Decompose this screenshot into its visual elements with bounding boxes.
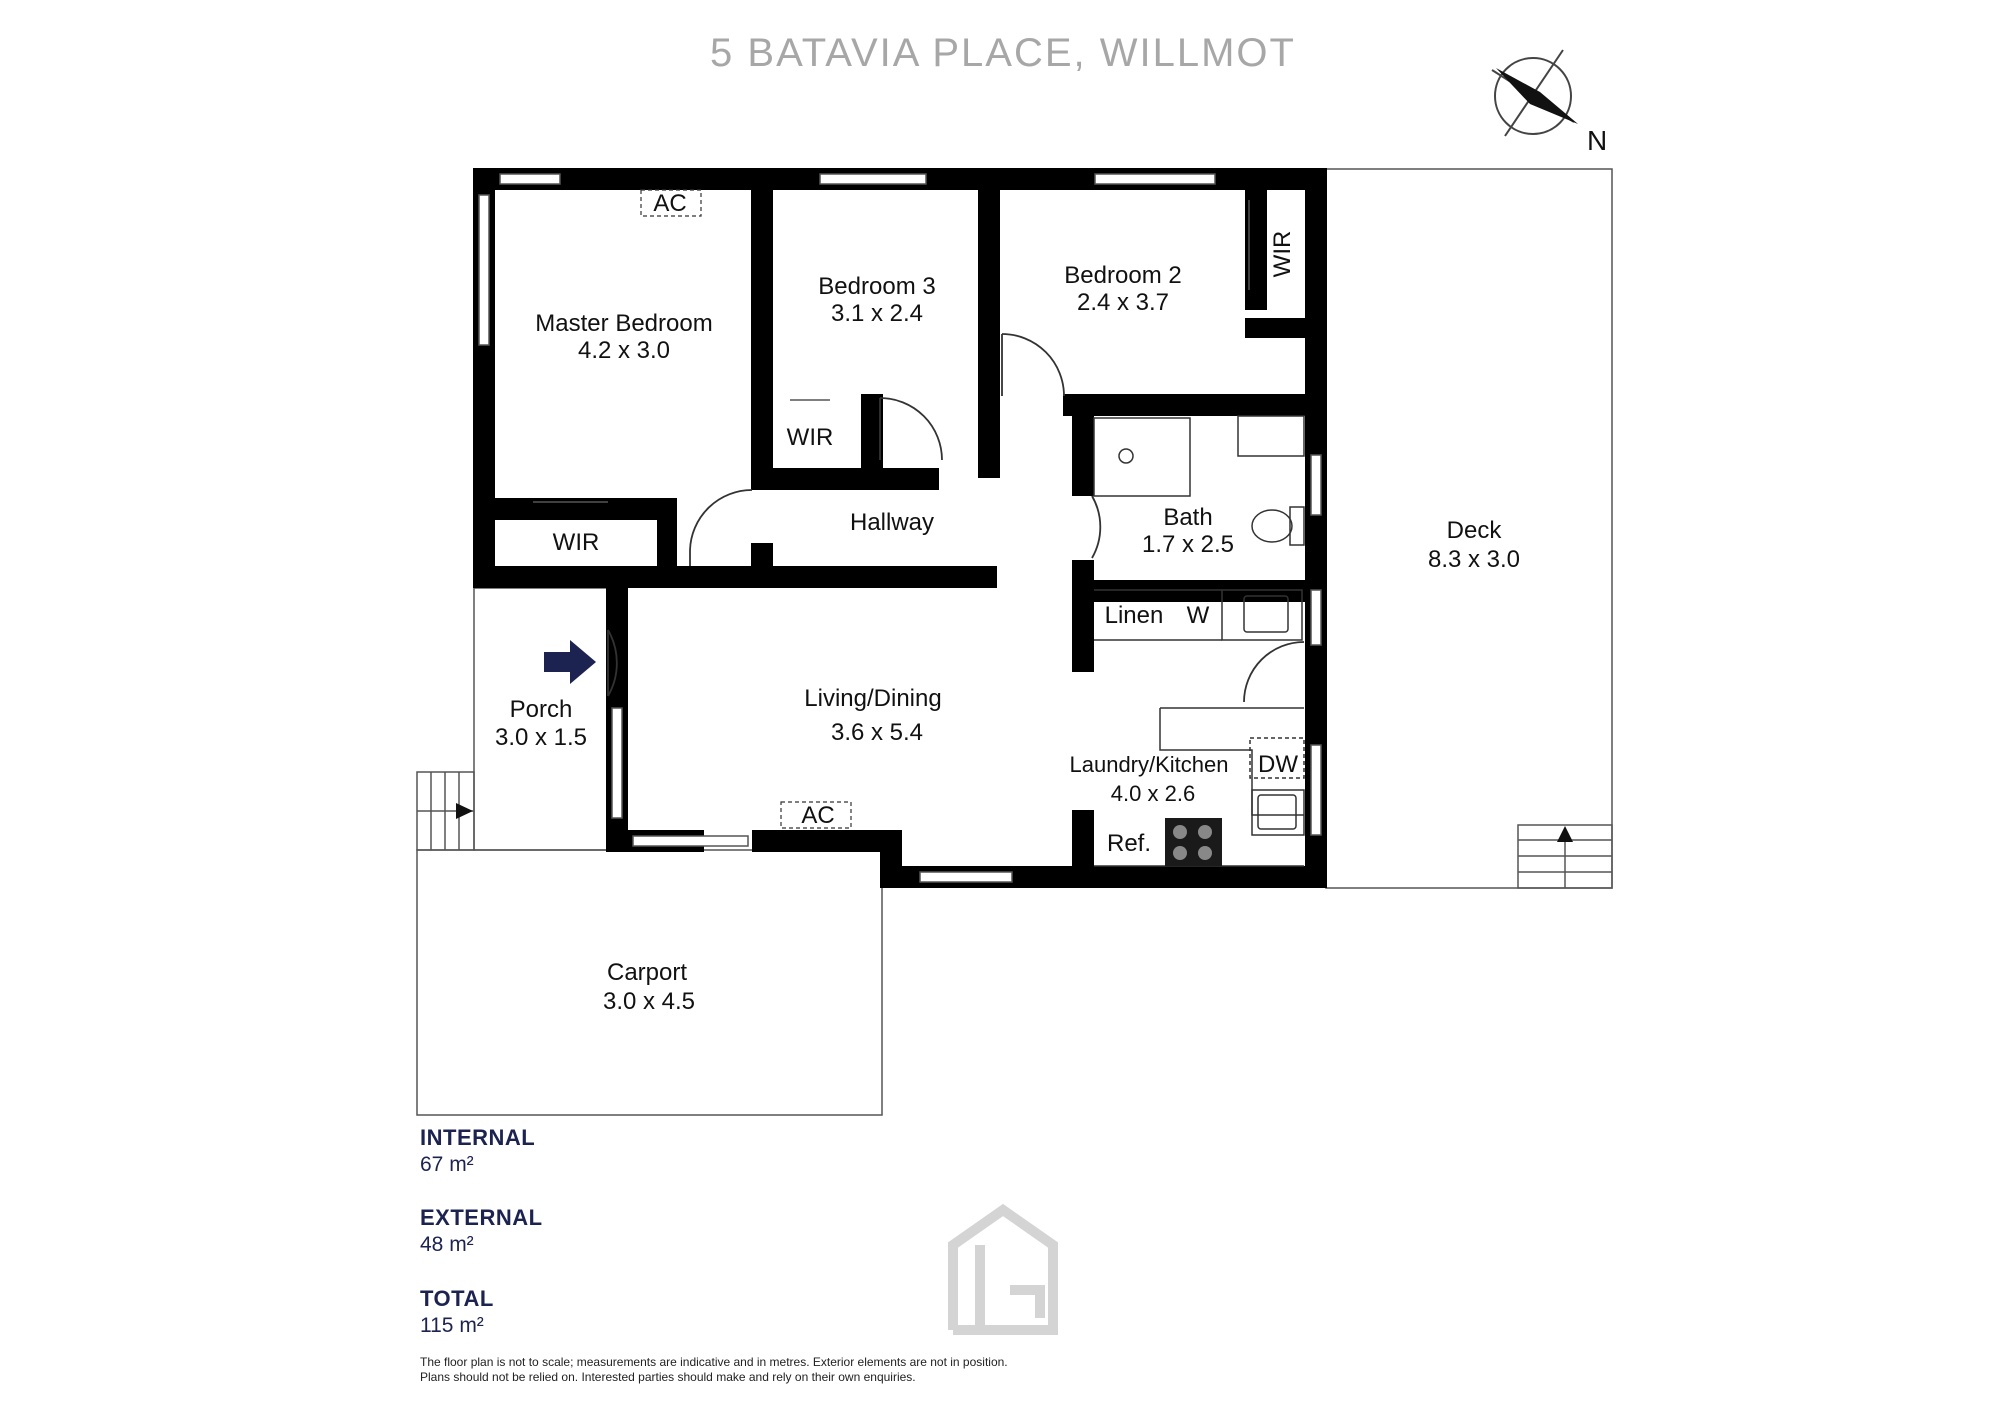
logo-watermark-icon: [948, 1203, 1058, 1335]
bath-shower: [1093, 417, 1191, 497]
external-area-label: EXTERNAL: [420, 1205, 543, 1230]
deck-step-arrow-icon: [1557, 826, 1573, 842]
toilet-icon: [1251, 506, 1305, 546]
fridge-label: Ref.: [1107, 830, 1151, 857]
room-living-dining-name: Living/Dining: [804, 685, 941, 712]
disclaimer-line-1: The floor plan is not to scale; measurem…: [420, 1355, 1008, 1369]
wir-bed3-label: WIR: [787, 424, 834, 451]
wir-master-label: WIR: [553, 529, 600, 556]
room-laundry-kitchen-name: Laundry/Kitchen: [1070, 752, 1229, 777]
room-bedroom-2-name: Bedroom 2: [1064, 262, 1181, 289]
room-living-dining-size: 3.6 x 5.4: [831, 719, 923, 746]
cooktop-icon: [1165, 818, 1222, 866]
room-porch-size: 3.0 x 1.5: [495, 724, 587, 751]
room-bedroom-2-size: 2.4 x 3.7: [1077, 289, 1169, 316]
room-laundry-kitchen-size: 4.0 x 2.6: [1111, 781, 1195, 806]
ac-units: [640, 189, 852, 829]
room-bedroom-3-size: 3.1 x 2.4: [831, 300, 923, 327]
room-master-bedroom-name: Master Bedroom: [535, 310, 712, 337]
kitchen-benches: [1094, 589, 1305, 867]
disclaimer-line-2: Plans should not be relied on. Intereste…: [420, 1370, 916, 1384]
room-hallway-name: Hallway: [850, 509, 934, 536]
room-bedroom-3-name: Bedroom 3: [818, 273, 935, 300]
internal-area-value: 67 m²: [420, 1153, 474, 1176]
room-bath-name: Bath: [1163, 504, 1212, 531]
ac-top-label: AC: [653, 190, 686, 217]
total-area-label: TOTAL: [420, 1286, 494, 1311]
room-master-bedroom-size: 4.2 x 3.0: [578, 337, 670, 364]
room-deck-name: Deck: [1447, 517, 1503, 544]
property-title: 5 BATAVIA PLACE, WILLMOT: [710, 31, 1296, 75]
disclaimer: The floor plan is not to scale; measurem…: [420, 1355, 1008, 1385]
room-bath-size: 1.7 x 2.5: [1142, 531, 1234, 558]
washer-label: W: [1187, 602, 1210, 629]
wir-bed2-label: WIR: [1269, 231, 1296, 278]
compass-icon: [1491, 49, 1578, 137]
walls: [473, 168, 1327, 888]
linen-label: Linen: [1105, 602, 1164, 629]
wardrobe-doors: [533, 200, 1250, 503]
total-area-value: 115 m²: [420, 1314, 484, 1337]
windows: [478, 173, 1322, 883]
doors: [607, 333, 1305, 703]
north-label: N: [1587, 125, 1607, 156]
deck-steps: [1517, 824, 1613, 889]
room-porch-name: Porch: [510, 696, 573, 723]
internal-area-label: INTERNAL: [420, 1125, 536, 1150]
room-carport-size: 3.0 x 4.5: [603, 988, 695, 1015]
bath-vanity: [1237, 415, 1305, 457]
room-deck-size: 8.3 x 3.0: [1428, 546, 1520, 573]
room-carport-name: Carport: [607, 959, 687, 986]
entry-arrow-icon: [544, 640, 596, 684]
ac-bottom-label: AC: [801, 802, 834, 829]
laundry-sink: [1221, 589, 1303, 641]
porch-step-arrow-icon: [456, 803, 473, 819]
dishwasher-label: DW: [1258, 751, 1298, 778]
external-area-value: 48 m²: [420, 1233, 474, 1256]
